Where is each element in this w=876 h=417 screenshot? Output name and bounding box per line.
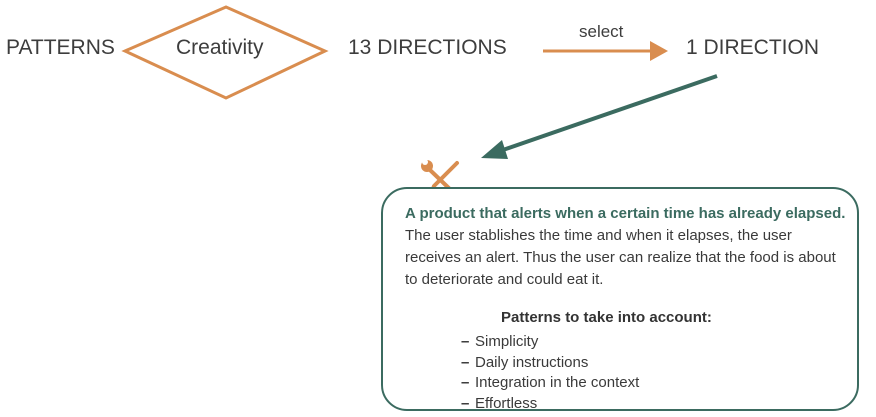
list-item: Integration in the context (461, 373, 639, 394)
thirteen-directions-label: 13 DIRECTIONS (348, 36, 507, 59)
creativity-label: Creativity (176, 36, 264, 59)
wrench-screwdriver-icon (421, 159, 459, 198)
one-direction-label: 1 DIRECTION (686, 36, 820, 59)
select-arrow (543, 41, 668, 61)
patterns-title: Patterns to take into account: (501, 309, 712, 326)
creativity-diamond (121, 5, 329, 100)
patterns-label: PATTERNS (6, 36, 115, 59)
list-item: Simplicity (461, 332, 639, 353)
direction-card: A product that alerts when a certain tim… (381, 187, 859, 414)
list-item: Daily instructions (461, 353, 639, 374)
patterns-list: Simplicity Daily instructions Integratio… (461, 332, 639, 414)
card-description-text: The user stablishes the time and when it… (405, 227, 836, 288)
direction-arrow (481, 74, 718, 159)
card-highlight: A product that alerts when a certain tim… (405, 205, 846, 222)
select-label: select (579, 22, 624, 41)
list-item: Effortless (461, 394, 639, 415)
card-description: A product that alerts when a certain tim… (405, 203, 851, 291)
